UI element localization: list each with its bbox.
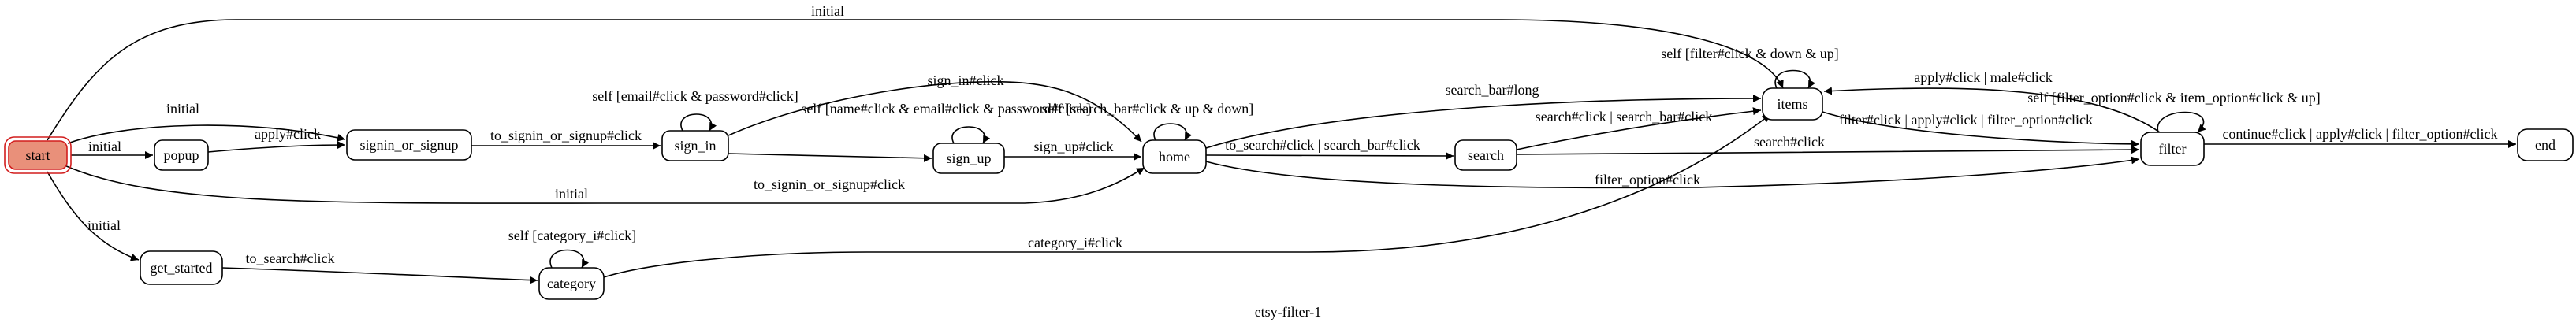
edge-label-home-filter: filter_option#click bbox=[1595, 172, 1700, 187]
edge-search-filter bbox=[1516, 146, 2140, 155]
node-home: home bbox=[1142, 139, 1207, 174]
edge-start-get_started bbox=[47, 171, 140, 261]
edge-filter-items bbox=[1823, 87, 2161, 133]
edge-category-items bbox=[603, 113, 1771, 278]
node-get_started: get_started bbox=[140, 250, 223, 285]
edge-home-search bbox=[1205, 151, 1454, 160]
node-category: category bbox=[538, 267, 605, 300]
node-label-sign_in: sign_in bbox=[674, 138, 716, 154]
node-label-get_started: get_started bbox=[151, 260, 213, 276]
node-label-end: end bbox=[2535, 137, 2556, 153]
edge-label-filter-items: apply#click | male#click bbox=[1914, 69, 2053, 85]
node-popup: popup bbox=[154, 139, 209, 171]
node-search: search bbox=[1454, 139, 1517, 171]
edge-label-signin_or_signup-sign_in: to_signin_or_signup#click bbox=[490, 128, 642, 143]
edge-label-get_started-category: to_search#click bbox=[246, 250, 335, 266]
node-items: items bbox=[1762, 87, 1823, 121]
node-label-category: category bbox=[547, 276, 596, 291]
edge-label-start-home: initial bbox=[555, 186, 588, 202]
edge-start-signin_or_signup bbox=[67, 124, 346, 144]
node-filter: filter bbox=[2140, 132, 2205, 166]
node-label-signin_or_signup: signin_or_signup bbox=[359, 137, 458, 153]
edge-home-items bbox=[1205, 95, 1762, 149]
edge-label-search-filter: search#click bbox=[1754, 134, 1825, 150]
edge-label-search-items: search#click | search_bar#click bbox=[1536, 109, 1712, 124]
edge-home-self bbox=[1153, 123, 1193, 141]
edge-label-filter-self: self [filter_option#click & item_option#… bbox=[2027, 90, 2320, 106]
edge-get_started-category bbox=[221, 267, 538, 284]
edge-label-home-items: search_bar#long bbox=[1446, 82, 1539, 98]
edge-label-start-get_started: initial bbox=[87, 217, 121, 233]
edge-label-home-search: to_search#click | search_bar#click bbox=[1225, 137, 1420, 153]
edge-search-items bbox=[1516, 107, 1762, 150]
edge-category-self bbox=[549, 249, 590, 269]
node-label-items: items bbox=[1778, 96, 1808, 112]
edge-label-sign_up-self: self [name#click & email#click & passwor… bbox=[801, 101, 1090, 117]
node-start: start bbox=[4, 136, 72, 174]
node-label-filter: filter bbox=[2159, 141, 2187, 157]
edge-label-start-items: initial bbox=[811, 3, 844, 19]
node-label-search: search bbox=[1468, 147, 1504, 163]
edge-filter-self bbox=[2157, 111, 2206, 133]
node-label-sign_up: sign_up bbox=[946, 150, 991, 166]
edge-sign_in-sign_up bbox=[728, 153, 932, 162]
node-end: end bbox=[2517, 128, 2574, 161]
nodes: start popup signin_or_signup sign_in sig… bbox=[4, 87, 2574, 300]
edge-label-items-self: self [filter#click & down & up] bbox=[1661, 46, 1838, 61]
edge-label-home-self: self [search_bar#click & up & down] bbox=[1042, 101, 1253, 117]
edge-label-popup-signin_or_signup: apply#click bbox=[255, 126, 321, 142]
edge-label-category-items: category_i#click bbox=[1028, 235, 1122, 250]
edge-label-sign_in-sign_up: to_signin_or_signup#click bbox=[754, 176, 905, 192]
node-label-home: home bbox=[1159, 149, 1190, 165]
edge-label-items-filter: filter#click | apply#click | filter_opti… bbox=[1839, 112, 2093, 128]
edge-label-sign_up-home: sign_up#click bbox=[1034, 139, 1114, 154]
edge-sign_in-self bbox=[680, 113, 717, 132]
edge-home-filter bbox=[1205, 156, 2140, 189]
node-sign_in: sign_in bbox=[661, 130, 729, 161]
diagram-caption: etsy-filter-1 bbox=[1255, 304, 1322, 320]
edge-items-self bbox=[1774, 69, 1816, 89]
edge-label-sign_in-self: self [email#click & password#click] bbox=[592, 88, 798, 104]
edge-items-filter bbox=[1822, 111, 2140, 148]
edge-start-items bbox=[47, 19, 1784, 141]
edge-label-start-popup: initial bbox=[88, 139, 121, 154]
node-signin_or_signup: signin_or_signup bbox=[346, 129, 472, 161]
edge-label-start-signin_or_signup: initial bbox=[166, 101, 199, 117]
edges: initial initial initial initial initial … bbox=[47, 3, 2516, 284]
node-sign_up: sign_up bbox=[932, 143, 1005, 174]
edge-label-category-self: self [category_i#click] bbox=[508, 228, 636, 243]
edge-sign_in-home bbox=[728, 81, 1142, 143]
node-label-start: start bbox=[26, 147, 50, 163]
edge-label-filter-end: continue#click | apply#click | filter_op… bbox=[2222, 126, 2497, 142]
edge-popup-signin_or_signup bbox=[207, 141, 346, 153]
edge-label-sign_in-home: sign_in#click bbox=[928, 72, 1004, 88]
edge-sign_up-self bbox=[951, 126, 991, 144]
node-label-popup: popup bbox=[164, 147, 199, 163]
edge-start-home bbox=[64, 165, 1145, 204]
